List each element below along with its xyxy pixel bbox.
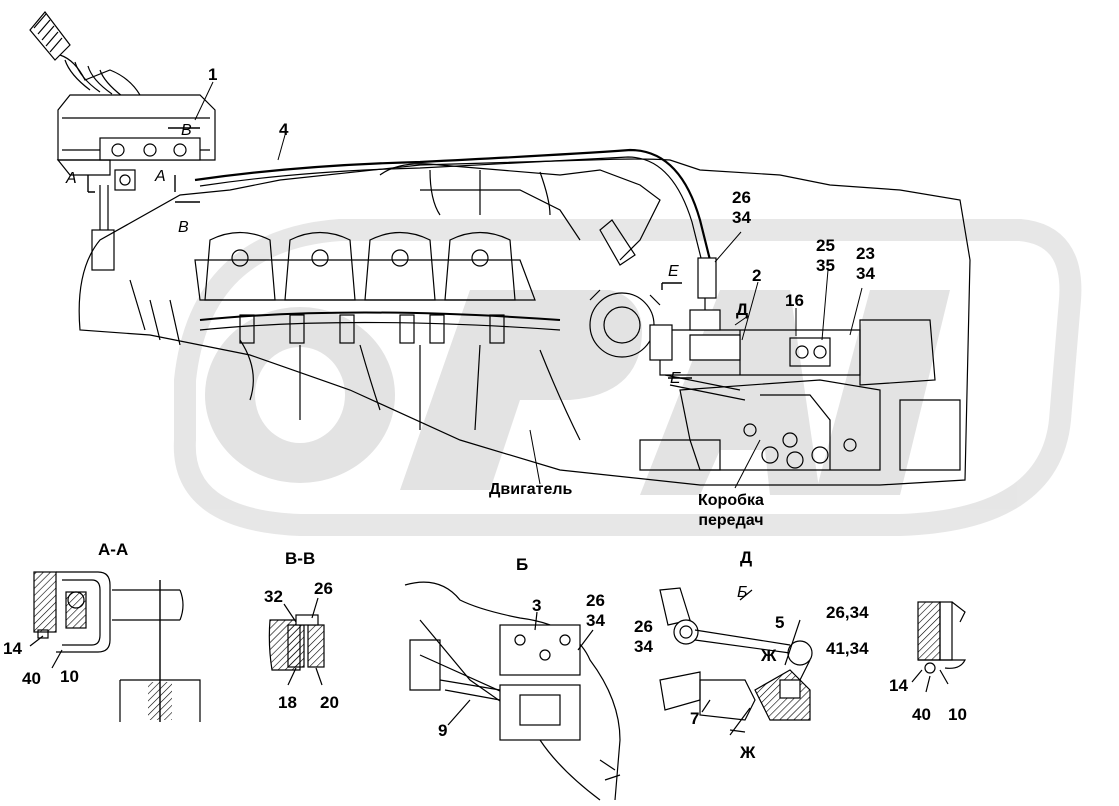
callout-14-zhe: 14 bbox=[889, 676, 908, 695]
callout-26-top: 26 bbox=[732, 188, 751, 207]
gearbox-label: Коробка передач bbox=[698, 491, 764, 531]
watermark-shape bbox=[173, 219, 1082, 536]
section-mark-a-right: A bbox=[155, 168, 166, 185]
callout-20: 20 bbox=[320, 693, 339, 712]
engine-label: Двигатель bbox=[489, 481, 573, 498]
section-mark-b-bottom: B bbox=[178, 219, 189, 236]
callout-2: 2 bbox=[752, 266, 762, 285]
gearbox-bolts bbox=[743, 423, 857, 469]
callout-40-aa: 40 bbox=[22, 669, 41, 688]
section-mark-a-left: A bbox=[66, 170, 77, 187]
callout-7: 7 bbox=[690, 709, 700, 728]
callout-18: 18 bbox=[278, 693, 297, 712]
view-title-d: Д bbox=[740, 548, 753, 567]
section-mark-e-bottom: E bbox=[670, 370, 681, 387]
section-mark-b-small: Б bbox=[737, 584, 748, 601]
leader-lines bbox=[194, 81, 863, 489]
shift-lever bbox=[29, 11, 216, 271]
callout-35: 35 bbox=[816, 256, 835, 275]
section-mark-zh-top: Ж bbox=[761, 646, 777, 665]
callout-23: 23 bbox=[856, 244, 875, 263]
callout-34-top: 34 bbox=[732, 208, 751, 227]
callout-3: 3 bbox=[532, 596, 542, 615]
callout-32: 32 bbox=[264, 587, 283, 606]
callout-26-34-view-b: 26 34 bbox=[586, 591, 605, 631]
view-title-b: Б bbox=[516, 555, 529, 574]
callout-4: 4 bbox=[279, 120, 289, 139]
callout-10-aa: 10 bbox=[60, 667, 79, 686]
view-bb bbox=[268, 597, 325, 686]
callout-26-34-top: 26 34 bbox=[732, 188, 751, 228]
gearbox-label-line1: Коробка bbox=[698, 492, 764, 509]
cable-4 bbox=[194, 148, 712, 261]
callout-34-view-b: 34 bbox=[586, 611, 605, 630]
view-title-bb: В-В bbox=[285, 549, 316, 568]
callout-10-zhe: 10 bbox=[948, 705, 967, 724]
callout-26c34: 26,34 bbox=[826, 603, 869, 622]
injector-row bbox=[239, 314, 505, 344]
callout-26-bb: 26 bbox=[314, 579, 333, 598]
view-zhe bbox=[911, 601, 966, 693]
view-title-aa: А-А bbox=[98, 540, 129, 559]
callout-14-aa: 14 bbox=[3, 639, 22, 658]
callout-26-view-d: 26 bbox=[634, 617, 653, 636]
callout-34-view-d: 34 bbox=[634, 637, 653, 656]
callout-23-34: 23 34 bbox=[856, 244, 875, 284]
main-assembly bbox=[29, 11, 971, 486]
section-mark-b-top: B bbox=[181, 122, 192, 139]
callout-16: 16 bbox=[785, 291, 804, 310]
callout-41c34: 41,34 bbox=[826, 639, 869, 658]
section-mark-e-top: E bbox=[668, 263, 679, 280]
callout-25-35: 25 35 bbox=[816, 236, 835, 276]
callout-26-34-view-d: 26 34 bbox=[634, 617, 653, 657]
view-aa bbox=[29, 571, 201, 722]
callout-5: 5 bbox=[775, 613, 785, 632]
callout-26-view-b: 26 bbox=[586, 591, 605, 610]
callout-40-zhe: 40 bbox=[912, 705, 931, 724]
section-mark-zh-bottom: Ж bbox=[740, 743, 756, 762]
gearbox-label-line2: передач bbox=[698, 512, 764, 529]
cylinder-heads bbox=[204, 231, 516, 301]
callout-34-right: 34 bbox=[856, 264, 875, 283]
view-b bbox=[404, 581, 621, 801]
callout-9: 9 bbox=[438, 721, 448, 740]
view-d bbox=[659, 587, 813, 736]
callout-1: 1 bbox=[208, 65, 218, 84]
section-mark-d-main: Д bbox=[736, 300, 749, 319]
callout-25: 25 bbox=[816, 236, 835, 255]
